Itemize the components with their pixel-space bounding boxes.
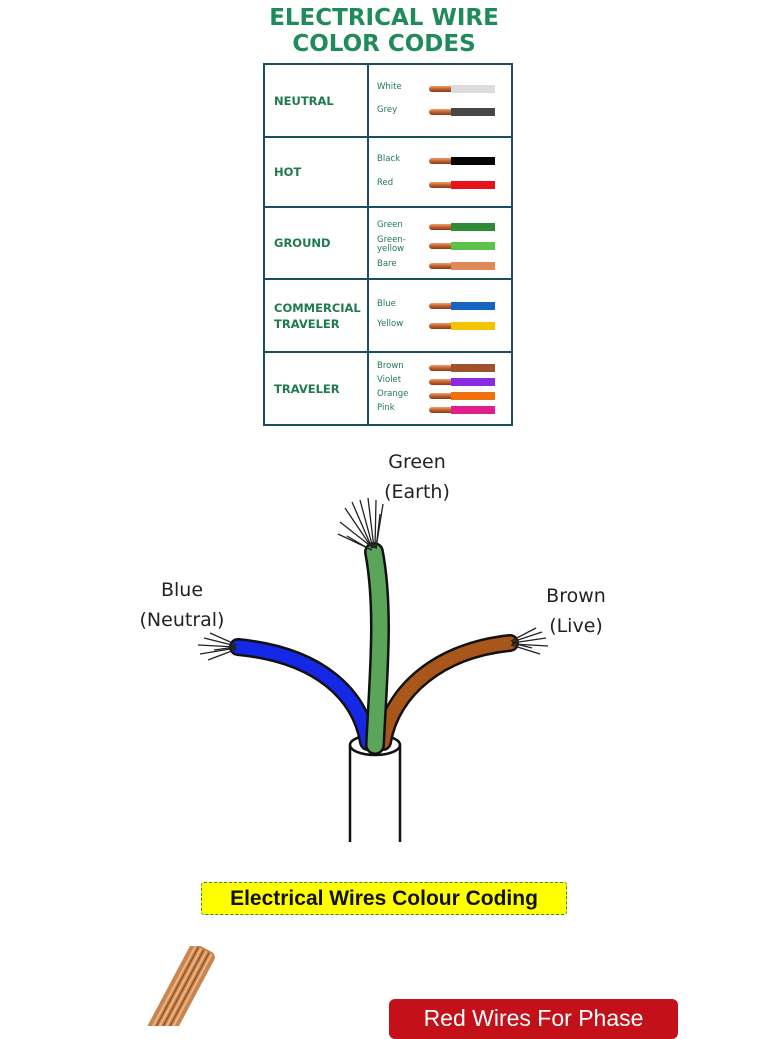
live-label: (Live) <box>549 615 603 637</box>
brown-wire <box>376 636 517 749</box>
wire-swatch-bare: Bare <box>371 259 511 273</box>
wire-cable-icon <box>429 157 499 165</box>
green-wire <box>366 544 388 753</box>
category-label: HOT <box>265 138 369 206</box>
wire-label: Grey <box>377 105 398 115</box>
wire-cable-icon <box>429 181 499 189</box>
wire-cable-icon <box>429 392 499 400</box>
wire-label: Blue <box>377 299 396 309</box>
wire-cable-icon <box>429 262 499 270</box>
category-label: GROUND <box>265 208 369 278</box>
cable-sheath <box>348 745 402 842</box>
wire-cable-icon <box>429 302 499 310</box>
blue-label: Blue <box>160 579 204 601</box>
wire-swatch-green-yellow: Green-yellow <box>371 235 511 254</box>
red-wires-phase-badge: Red Wires For Phase <box>389 999 678 1039</box>
category-label: NEUTRAL <box>265 65 369 136</box>
table-row-neutral: NEUTRAL White Grey <box>265 65 511 138</box>
copper-wire-bundle-icon <box>142 946 215 1026</box>
wire-cable-icon <box>429 406 499 414</box>
wire-swatch-violet: Violet <box>371 375 511 389</box>
blue-wire-strands-icon <box>197 632 238 661</box>
wire-cable-icon <box>429 364 499 372</box>
wire-label: Yellow <box>377 319 404 329</box>
wire-swatch-pink: Pink <box>371 403 511 417</box>
wire-label: Red <box>377 178 394 188</box>
three-core-cable-illustration <box>197 497 549 842</box>
neutral-label: (Neutral) <box>139 609 225 631</box>
blue-wire <box>231 640 375 749</box>
green-wire-strands-icon <box>337 497 384 551</box>
color-code-table: NEUTRAL White Grey HOT Black Red GROUND … <box>263 63 513 426</box>
wire-swatch-green: Green <box>371 220 511 234</box>
green-earth-label: Green (Earth) <box>362 447 472 507</box>
table-row-ground: GROUND Green Green-yellow Bare <box>265 208 511 280</box>
category-label: TRAVELER <box>265 353 369 424</box>
caption-banner: Electrical Wires Colour Coding <box>201 882 567 915</box>
brown-wire-strands-icon <box>510 627 549 655</box>
wire-label: Brown <box>377 361 404 371</box>
brown-label: Brown <box>546 585 606 607</box>
table-row-hot: HOT Black Red <box>265 138 511 208</box>
wire-label: Pink <box>377 403 395 413</box>
wire-swatch-red: Red <box>371 178 511 192</box>
table-row-traveler: TRAVELER Brown Violet Orange Pink <box>265 353 511 424</box>
wire-label: White <box>377 82 402 92</box>
table-row-commercial-traveler: COMMERCIAL TRAVELER Blue Yellow <box>265 280 511 353</box>
wire-cable-icon <box>429 378 499 386</box>
wire-swatch-blue: Blue <box>371 299 511 313</box>
wire-swatch-black: Black <box>371 154 511 168</box>
wire-swatch-orange: Orange <box>371 389 511 403</box>
wire-cable-icon <box>429 322 499 330</box>
green-label: Green <box>388 451 446 473</box>
wire-label: Orange <box>377 389 409 399</box>
earth-label: (Earth) <box>384 481 450 503</box>
wire-cable-icon <box>429 85 499 93</box>
wire-cable-icon <box>429 242 499 250</box>
wire-cable-icon <box>429 108 499 116</box>
wire-cable-icon <box>429 223 499 231</box>
category-label: COMMERCIAL TRAVELER <box>265 280 369 351</box>
blue-neutral-label: Blue (Neutral) <box>122 575 242 635</box>
wire-swatch-yellow: Yellow <box>371 319 511 333</box>
wire-label: Bare <box>377 259 397 269</box>
chart-title-line-1: ELECTRICAL WIRE <box>269 5 499 31</box>
wire-label: Green <box>377 220 403 230</box>
wire-swatch-brown: Brown <box>371 361 511 375</box>
wire-label: Violet <box>377 375 402 385</box>
wire-label: Green-yellow <box>377 235 406 254</box>
brown-live-label: Brown (Live) <box>526 581 626 641</box>
chart-title-line-2: COLOR CODES <box>292 31 476 57</box>
wire-swatch-grey: Grey <box>371 105 511 119</box>
wire-swatch-white: White <box>371 82 511 96</box>
wire-label: Black <box>377 154 400 164</box>
